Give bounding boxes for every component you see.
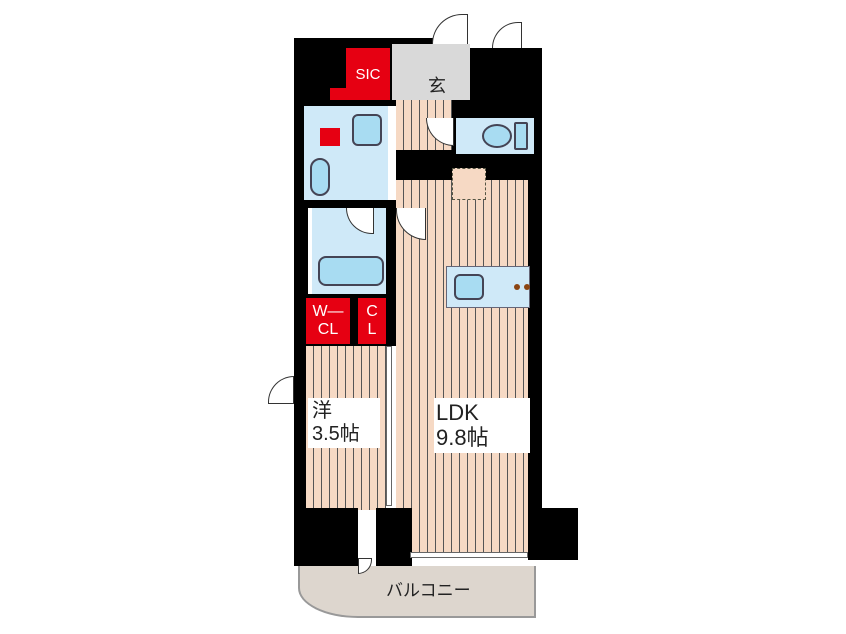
kitchen-sink (454, 274, 484, 300)
western-room-label: 洋 3.5帖 (308, 398, 380, 448)
closet: C L (358, 298, 386, 344)
western-room-window-door[interactable] (268, 376, 294, 404)
washing-machine-pan (310, 158, 330, 196)
wcl-label-line2: CL (317, 321, 339, 338)
toilet (482, 124, 512, 148)
partition-wall (386, 200, 396, 328)
cl-label-line2: L (367, 321, 377, 338)
small-storage (320, 128, 340, 146)
stove-burners (514, 284, 534, 292)
column-bottom-right (528, 508, 578, 560)
refrigerator-space (452, 168, 486, 200)
interior-wall-bath (304, 200, 396, 208)
entrance-area (392, 44, 470, 100)
wcl-label-line1: W— (312, 303, 344, 321)
entrance-label: 玄 (428, 76, 446, 96)
interior-wall-wet (304, 100, 396, 106)
western-room-size: 3.5帖 (312, 423, 360, 445)
bathtub (318, 256, 384, 286)
walk-in-closet: W— CL (306, 298, 350, 344)
burner-icon (514, 284, 520, 290)
western-room-name: 洋 (312, 400, 332, 422)
ldk-floor (396, 180, 528, 552)
sic-closet-extension (330, 88, 350, 102)
balcony (298, 566, 536, 618)
ldk-name: LDK (436, 400, 479, 425)
column-bottom-left (294, 508, 358, 566)
storage-door[interactable] (492, 22, 522, 48)
sic-closet: SIC (346, 48, 390, 102)
washbasin (352, 114, 382, 146)
balcony-label: バルコニー (386, 581, 471, 600)
ldk-size: 9.8帖 (436, 425, 489, 451)
balcony-sliding-window[interactable] (410, 552, 528, 558)
sic-label: SIC (355, 65, 381, 83)
burner-icon (524, 284, 530, 290)
ldk-label: LDK 9.8帖 (434, 398, 530, 453)
cl-label-line1: C (366, 303, 378, 321)
entrance-door[interactable] (432, 14, 468, 44)
sliding-partition[interactable] (386, 346, 392, 506)
column-bottom-mid (376, 508, 412, 566)
toilet-tank (514, 122, 528, 150)
